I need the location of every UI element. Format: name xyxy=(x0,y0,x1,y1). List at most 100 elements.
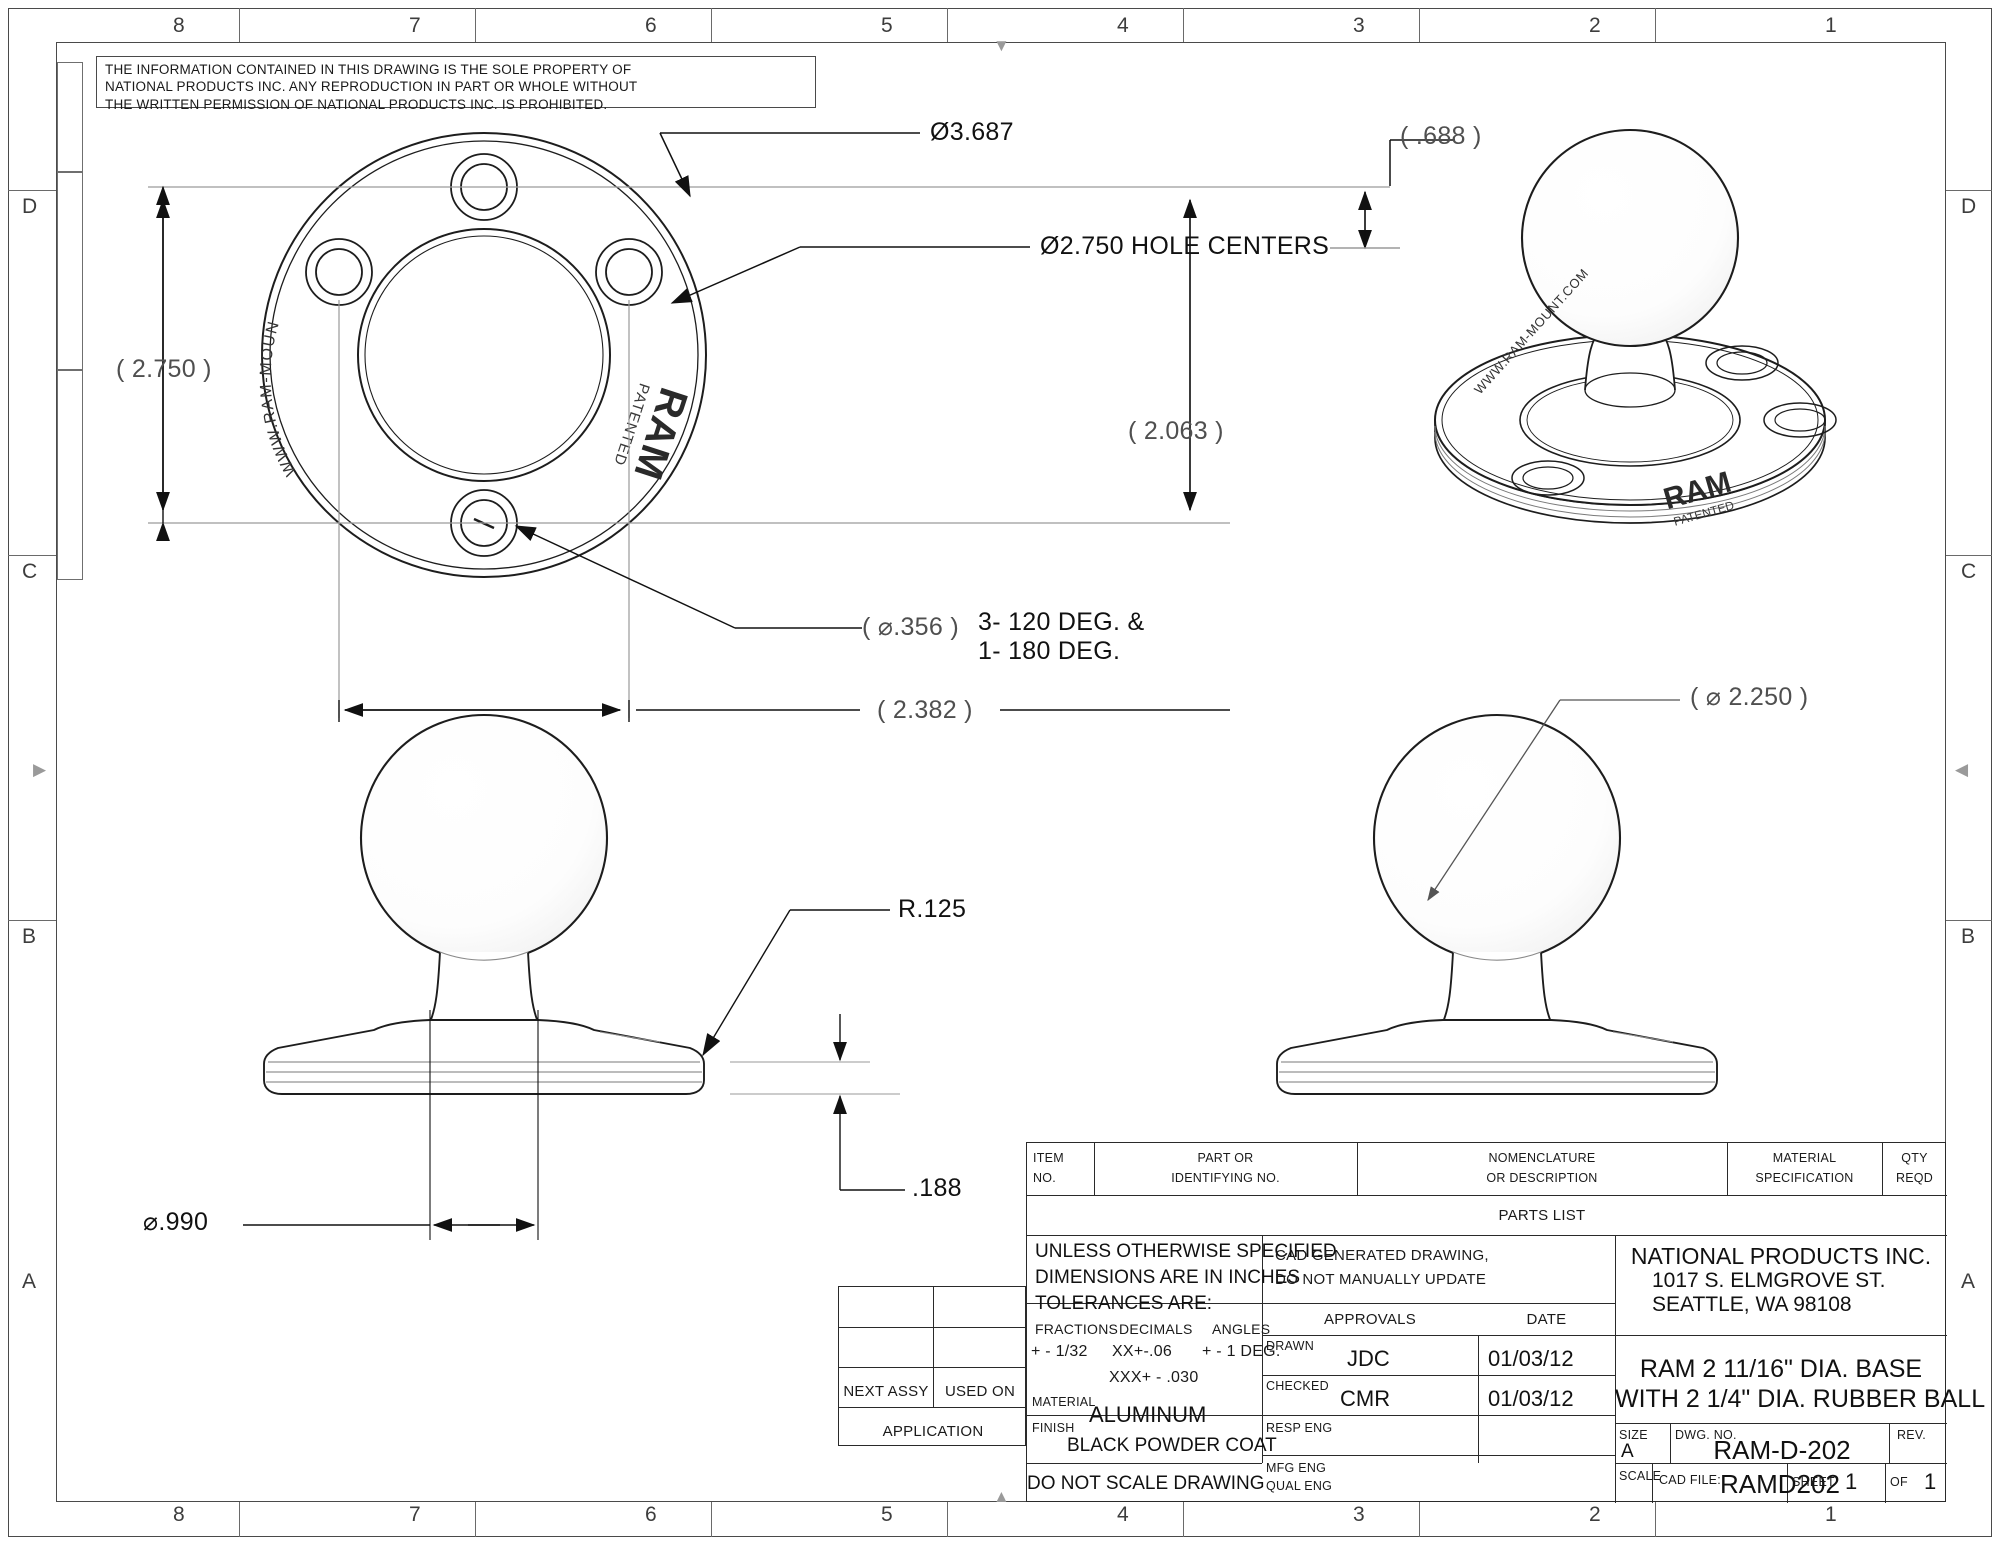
revision-box xyxy=(57,370,83,580)
rev-label: REV. xyxy=(1897,1428,1927,1442)
approval-role-mfg-eng: MFG ENG xyxy=(1266,1461,1327,1475)
zone-tick xyxy=(239,1502,241,1537)
tb-rule xyxy=(1357,1143,1359,1195)
parts-list-nomenclature-line2: OR DESCRIPTION xyxy=(1486,1171,1598,1185)
drawing-title-line1: RAM 2 11/16" DIA. BASE xyxy=(1639,1355,1923,1383)
zone-label-top-7: 7 xyxy=(409,14,421,37)
tb-rule xyxy=(1615,1335,1947,1337)
approval-initials-checked: CMR xyxy=(1340,1386,1391,1411)
company-address1: 1017 S. ELMGROVE ST. xyxy=(1652,1269,1886,1292)
zone-label-left-B: B xyxy=(22,925,37,948)
zone-tick xyxy=(1655,8,1657,42)
tb-rule xyxy=(1885,1463,1887,1503)
zone-label-top-6: 6 xyxy=(645,14,657,37)
tb-rule xyxy=(1889,1423,1891,1463)
size-value: A xyxy=(1621,1441,1634,1462)
sheet-border-outer xyxy=(8,8,1992,1537)
sheet-label: SHEET xyxy=(1792,1475,1835,1489)
zone-label-bottom-1: 1 xyxy=(1825,1503,1837,1526)
parts-list-part-or-line2: IDENTIFYING NO. xyxy=(1171,1171,1280,1185)
zone-tick xyxy=(1419,8,1421,42)
zone-label-top-5: 5 xyxy=(881,14,893,37)
tb-rule xyxy=(1615,1423,1947,1425)
tb-rule xyxy=(839,1407,1027,1409)
dim-ball-diameter: ( ⌀ 2.250 ) xyxy=(1690,683,1809,711)
revision-box xyxy=(57,62,83,172)
date-header: DATE xyxy=(1526,1311,1567,1328)
approval-role-resp-eng: RESP ENG xyxy=(1266,1421,1333,1435)
note-unless-line2: DIMENSIONS ARE IN INCHES xyxy=(1035,1267,1300,1288)
tb-rule xyxy=(1615,1463,1947,1465)
tb-rule xyxy=(1670,1423,1672,1463)
dwg-no-value: RAM-D-202 xyxy=(1713,1435,1851,1465)
zone-label-right-C: C xyxy=(1961,560,1977,583)
cad-file-value: RAMD202 xyxy=(1720,1469,1840,1499)
finish-label: FINISH xyxy=(1032,1421,1075,1435)
proprietary-notice-line2: NATIONAL PRODUCTS INC. ANY REPRODUCTION … xyxy=(105,79,638,95)
tb-rule xyxy=(1027,1235,1947,1237)
proprietary-notice-line3: THE WRITTEN PERMISSION OF NATIONAL PRODU… xyxy=(105,96,608,112)
sheet-of-label: OF xyxy=(1890,1475,1908,1489)
zone-tick xyxy=(239,8,241,42)
cad-note-line2: DO NOT MANUALLY UPDATE xyxy=(1275,1271,1487,1288)
drawing-title-line2: WITH 2 1/4" DIA. RUBBER BALL xyxy=(1615,1385,1986,1413)
zone-label-left-A: A xyxy=(22,1270,37,1293)
tb-rule xyxy=(1727,1143,1729,1195)
application-block: NEXT ASSY USED ON APPLICATION xyxy=(838,1286,1027,1446)
zone-tick xyxy=(947,8,949,42)
parts-list-part-or-line1: PART OR xyxy=(1197,1151,1254,1165)
zone-tick xyxy=(1183,1502,1185,1537)
zone-tick xyxy=(475,1502,477,1537)
revision-box xyxy=(57,172,83,370)
zone-tick xyxy=(8,555,56,557)
sheet-border-inner xyxy=(56,42,1946,1502)
sheet-of-value: 1 xyxy=(1924,1469,1937,1494)
tb-rule xyxy=(1027,1463,1262,1465)
next-assy-label: NEXT ASSY xyxy=(843,1383,929,1400)
center-mark-left-icon: ▶ xyxy=(33,760,47,779)
tb-rule xyxy=(1262,1235,1264,1463)
dim-hole-note-line1: 3- 120 DEG. & xyxy=(978,608,1145,636)
size-label: SIZE xyxy=(1619,1428,1648,1442)
zone-label-left-D: D xyxy=(22,195,38,218)
tb-rule xyxy=(1262,1335,1615,1337)
tolerance-header-decimals: DECIMALS xyxy=(1119,1321,1193,1337)
dim-horizontal-2382: ( 2.382 ) xyxy=(877,696,973,724)
parts-list-title: PARTS LIST xyxy=(1498,1207,1586,1224)
zone-tick xyxy=(947,1502,949,1537)
tb-rule xyxy=(1882,1143,1884,1195)
parts-list-item-no-line2: NO. xyxy=(1033,1171,1056,1185)
tb-rule xyxy=(1262,1375,1615,1377)
approval-role-qual-eng: QUAL ENG xyxy=(1266,1479,1333,1493)
zone-tick xyxy=(475,8,477,42)
used-on-label: USED ON xyxy=(944,1383,1016,1400)
tb-rule xyxy=(1787,1463,1789,1503)
dim-hole-centers: Ø2.750 HOLE CENTERS xyxy=(1040,232,1330,260)
dwg-no-label: DWG. NO. xyxy=(1675,1428,1737,1442)
zone-label-bottom-2: 2 xyxy=(1589,1503,1601,1526)
zone-tick xyxy=(1183,8,1185,42)
zone-tick xyxy=(711,8,713,42)
tb-rule xyxy=(1262,1455,1615,1457)
center-mark-right-icon: ◀ xyxy=(1955,760,1969,779)
approvals-header: APPROVALS xyxy=(1323,1311,1416,1328)
zone-label-right-D: D xyxy=(1961,195,1977,218)
scale-label: SCALE xyxy=(1619,1469,1662,1483)
parts-list-material-spec-line2: SPECIFICATION xyxy=(1755,1171,1854,1185)
zone-tick xyxy=(1419,1502,1421,1537)
proprietary-notice: THE INFORMATION CONTAINED IN THIS DRAWIN… xyxy=(96,56,816,112)
proprietary-notice-line1: THE INFORMATION CONTAINED IN THIS DRAWIN… xyxy=(105,62,632,77)
center-mark-bottom-icon: ▲ xyxy=(993,1487,1010,1506)
zone-label-bottom-6: 6 xyxy=(645,1503,657,1526)
approval-date-drawn: 01/03/12 xyxy=(1488,1346,1574,1371)
finish-value: BLACK POWDER COAT xyxy=(1067,1435,1277,1456)
zone-label-bottom-4: 4 xyxy=(1117,1503,1129,1526)
application-label: APPLICATION xyxy=(882,1423,984,1440)
zone-tick xyxy=(8,920,56,922)
zone-tick xyxy=(1946,555,1992,557)
tb-rule xyxy=(1262,1415,1615,1417)
parts-list-item-no-line1: ITEM xyxy=(1033,1151,1064,1165)
tb-rule xyxy=(933,1287,935,1407)
zone-tick xyxy=(8,190,56,192)
